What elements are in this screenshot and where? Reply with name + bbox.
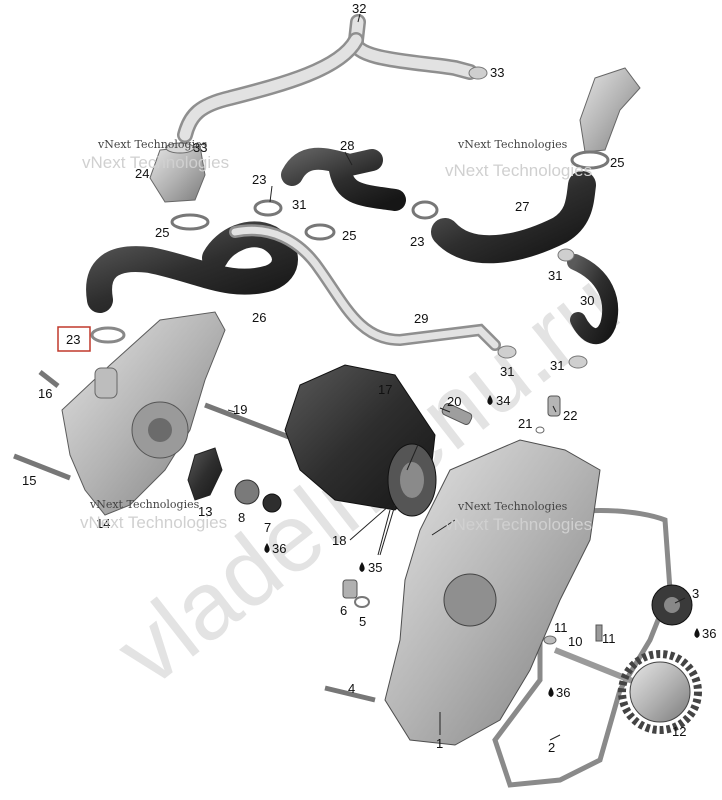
thermostat-housing-24 bbox=[149, 145, 206, 203]
callout-12: 12 bbox=[672, 724, 686, 739]
callout-10: 10 bbox=[568, 634, 582, 649]
hose-26 bbox=[86, 221, 298, 313]
callout-28: 28 bbox=[340, 138, 354, 153]
bolt-15 bbox=[13, 453, 71, 481]
leader-lines bbox=[227, 13, 686, 741]
callout-11: 11 bbox=[554, 620, 568, 635]
callout-2: 2 bbox=[548, 740, 555, 755]
callout-23: 23 bbox=[410, 234, 424, 249]
callout-23: 23 bbox=[252, 172, 266, 187]
brand-watermark-faint: vNext Technologies bbox=[445, 515, 592, 534]
callout-24: 24 bbox=[135, 166, 149, 181]
oil-drop-icon bbox=[548, 687, 554, 697]
callout-36: 36 bbox=[556, 685, 570, 700]
callout-31: 31 bbox=[550, 358, 564, 373]
callout-11: 11 bbox=[602, 631, 616, 646]
callout-32: 32 bbox=[352, 1, 366, 16]
callout-25: 25 bbox=[155, 225, 169, 240]
brand-watermark-faint: vNext Technologies bbox=[82, 153, 229, 172]
seal-8 bbox=[234, 479, 260, 505]
hose-clamp-33 bbox=[468, 66, 488, 80]
callout-36: 36 bbox=[272, 541, 286, 556]
sensor-20 bbox=[441, 403, 473, 425]
callout-22: 22 bbox=[563, 408, 577, 423]
hose-28 bbox=[281, 147, 406, 211]
callout-23-highlighted: 23 bbox=[66, 332, 80, 347]
callout-30: 30 bbox=[580, 293, 594, 308]
hose-30 bbox=[567, 254, 619, 345]
callout-34: 34 bbox=[496, 393, 510, 408]
brand-watermark: vNext Technologies bbox=[89, 498, 200, 511]
callout-17: 17 bbox=[378, 382, 392, 397]
callout-1: 1 bbox=[436, 736, 443, 751]
callout-27: 27 bbox=[515, 199, 529, 214]
callout-31: 31 bbox=[292, 197, 306, 212]
brand-watermarks: vNext Technologies vNext Technologies vN… bbox=[80, 138, 592, 534]
brand-watermark: vNext Technologies bbox=[457, 500, 568, 513]
callout-31: 31 bbox=[500, 364, 514, 379]
oil-drop-icon bbox=[694, 628, 700, 638]
hose-27 bbox=[431, 171, 596, 264]
callout-25: 25 bbox=[342, 228, 356, 243]
brand-watermark: vNext Technologies bbox=[97, 138, 208, 151]
callout-26: 26 bbox=[252, 310, 266, 325]
callout-21: 21 bbox=[518, 416, 532, 431]
drop-icons bbox=[264, 395, 700, 697]
callout-15: 15 bbox=[22, 473, 36, 488]
gear-12 bbox=[618, 650, 702, 734]
callout-7: 7 bbox=[264, 520, 271, 535]
callout-31: 31 bbox=[548, 268, 562, 283]
callout-4: 4 bbox=[348, 681, 355, 696]
ring-7 bbox=[262, 493, 282, 513]
callout-20: 20 bbox=[447, 394, 461, 409]
thermostat-housing-right bbox=[579, 67, 641, 153]
callout-14: 14 bbox=[96, 516, 110, 531]
callout-8: 8 bbox=[238, 510, 245, 525]
callout-36: 36 bbox=[702, 626, 716, 641]
plug-6 bbox=[342, 579, 358, 599]
o-ring-5 bbox=[354, 596, 370, 608]
callout-16: 16 bbox=[38, 386, 52, 401]
callout-3: 3 bbox=[692, 586, 699, 601]
brand-watermark: vNext Technologies bbox=[457, 138, 568, 151]
fitting-22 bbox=[547, 395, 561, 417]
callout-33: 33 bbox=[490, 65, 504, 80]
callout-6: 6 bbox=[340, 603, 347, 618]
highlighted-callout-box bbox=[57, 326, 91, 352]
oil-drop-icon bbox=[264, 543, 270, 553]
callout-35: 35 bbox=[368, 560, 382, 575]
callout-5: 5 bbox=[359, 614, 366, 629]
impeller-13 bbox=[187, 447, 223, 501]
callout-18: 18 bbox=[332, 533, 346, 548]
callout-33: 33 bbox=[193, 140, 207, 155]
callout-29: 29 bbox=[414, 311, 428, 326]
brand-watermark-faint: vNext Technologies bbox=[445, 161, 592, 180]
callout-19: 19 bbox=[233, 402, 247, 417]
callout-25: 25 bbox=[610, 155, 624, 170]
brand-watermark-faint: vNext Technologies bbox=[80, 513, 227, 532]
hose-clamp-25 bbox=[170, 213, 210, 231]
oil-drop-icon bbox=[359, 562, 365, 572]
oil-drop-icon bbox=[487, 395, 493, 405]
callout-13: 13 bbox=[198, 504, 212, 519]
bolt-16 bbox=[38, 370, 60, 388]
callout-labels: 32 33 33 24 25 25 25 28 23 31 31 31 31 2… bbox=[22, 1, 716, 755]
bolt-4 bbox=[324, 685, 376, 703]
